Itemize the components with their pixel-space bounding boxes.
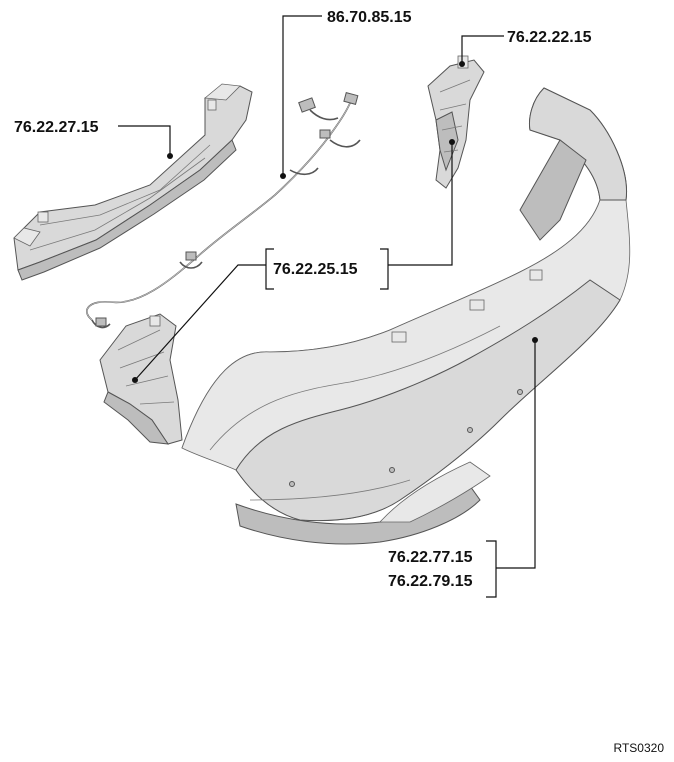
callout-upper-bracket: 76.22.22.15 — [507, 29, 592, 46]
callout-wiring-harness: 86.70.85.15 — [327, 9, 412, 26]
upper-bracket-part — [427, 55, 485, 189]
side-bracket-part — [99, 313, 183, 445]
reference-code: RTS0320 — [614, 741, 665, 755]
bumper-beam-part — [13, 83, 253, 281]
callout-side-brackets: 76.22.25.15 — [273, 261, 358, 278]
leader-lines — [118, 15, 538, 598]
callout-bumper-cover-a: 76.22.77.15 — [388, 549, 473, 566]
wiring-harness-part — [86, 91, 361, 329]
callout-bumper-cover-b: 76.22.79.15 — [388, 573, 473, 590]
bumper-cover-part — [181, 87, 631, 545]
callout-bumper-beam: 76.22.27.15 — [14, 119, 99, 136]
